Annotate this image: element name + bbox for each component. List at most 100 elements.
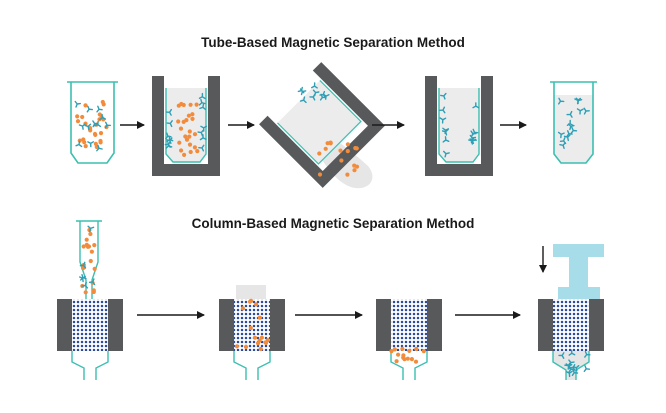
- magnet: [152, 76, 220, 176]
- non-target-cell: [317, 151, 322, 156]
- non-target-cell: [93, 132, 98, 137]
- non-target-cell: [339, 158, 344, 163]
- non-target-cell: [91, 289, 96, 295]
- non-target-cell: [194, 102, 199, 107]
- non-target-cell: [352, 168, 357, 173]
- target-cell: [576, 108, 584, 115]
- target-cell: [198, 98, 206, 106]
- target-cell: [441, 128, 449, 136]
- column-step-4: [538, 244, 604, 380]
- non-target-cell: [97, 112, 102, 117]
- non-target-cell: [247, 299, 253, 304]
- non-target-cell: [83, 103, 88, 108]
- target-cell: [92, 120, 99, 128]
- target-cell: [79, 275, 86, 283]
- magnet: [259, 62, 385, 188]
- target-cell: [84, 123, 92, 131]
- non-target-cell: [323, 146, 328, 151]
- non-target-cell: [179, 101, 184, 107]
- plunger: [553, 244, 604, 299]
- target-cell: [442, 136, 450, 143]
- column-method-title: Column-Based Magnetic Separation Method: [191, 216, 475, 231]
- target-cell: [583, 365, 591, 372]
- non-target-cell: [190, 116, 195, 121]
- target-cell: [75, 140, 83, 148]
- non-target-cell: [187, 142, 193, 147]
- target-cell: [471, 128, 479, 136]
- column-outlet: [233, 351, 271, 380]
- target-cell: [96, 144, 103, 152]
- target-cell: [165, 108, 172, 116]
- target-cell: [104, 121, 111, 129]
- target-cell: [563, 134, 571, 142]
- retained-target-cells: [439, 92, 480, 158]
- non-target-cell: [177, 140, 182, 145]
- non-target-cell: [93, 141, 98, 146]
- non-target-cell: [188, 102, 193, 107]
- non-target-cell: [186, 113, 191, 118]
- column-outlet: [552, 351, 590, 380]
- non-target-cell: [400, 346, 405, 351]
- matrix: [553, 299, 589, 351]
- non-target-cell: [265, 338, 270, 343]
- target-cell: [572, 365, 580, 372]
- target-cell: [74, 100, 81, 108]
- non-target-cell: [240, 306, 245, 311]
- non-target-cell: [409, 357, 414, 362]
- non-target-cell: [394, 359, 399, 364]
- non-target-cell: [252, 335, 258, 340]
- non-target-cell: [183, 134, 188, 139]
- tube-method-title: Tube-Based Magnetic Separation Method: [201, 35, 465, 50]
- target-cell: [584, 350, 591, 358]
- non-target-cell: [179, 148, 184, 153]
- non-target-cell: [85, 244, 90, 249]
- target-cell: [96, 105, 103, 113]
- matrix: [72, 299, 108, 351]
- retained-and-poured-cells: [297, 82, 360, 177]
- target-cell: [166, 120, 173, 128]
- target-cell: [469, 138, 477, 145]
- non-target-cell: [83, 144, 88, 149]
- tube-step-4: [425, 76, 493, 176]
- non-target-cell: [345, 142, 350, 147]
- non-target-cell: [75, 119, 81, 124]
- non-target-cell: [401, 355, 406, 360]
- non-target-cell: [101, 102, 106, 107]
- target-cell: [87, 141, 95, 148]
- non-target-cell: [92, 266, 97, 271]
- non-target-cell: [83, 290, 88, 295]
- column-step-3: [376, 299, 442, 380]
- tube-step-2: [152, 76, 220, 176]
- mixed-cells: [74, 99, 111, 152]
- target-cell: [99, 113, 107, 121]
- target-cell: [198, 144, 205, 152]
- non-target-cell: [178, 126, 184, 131]
- non-target-cell: [92, 243, 97, 248]
- target-cell: [583, 107, 590, 115]
- non-target-cell: [392, 347, 397, 352]
- target-cell: [565, 363, 573, 370]
- target-cell: [472, 102, 480, 109]
- column-step-2: [219, 285, 285, 380]
- non-target-cell: [353, 146, 358, 151]
- non-target-cell: [98, 140, 103, 145]
- non-target-cell: [258, 346, 263, 352]
- non-target-cell: [187, 129, 192, 134]
- non-target-cell: [187, 134, 192, 139]
- tube-step-3: [259, 62, 385, 189]
- non-target-cell: [405, 356, 410, 361]
- target-cell: [78, 123, 86, 130]
- magnet: [425, 76, 493, 176]
- non-target-cell: [243, 344, 249, 349]
- tube-step-5: [550, 81, 597, 164]
- column-step-1: [57, 220, 123, 380]
- target-cell: [319, 93, 327, 101]
- mixed-cells: [79, 225, 97, 295]
- non-target-cell: [254, 302, 259, 307]
- non-target-cell: [98, 131, 104, 136]
- non-target-cell: [234, 344, 239, 349]
- non-target-cell: [190, 112, 195, 117]
- matrix: [391, 299, 427, 351]
- column-outlet: [390, 351, 428, 380]
- target-cell: [566, 110, 573, 118]
